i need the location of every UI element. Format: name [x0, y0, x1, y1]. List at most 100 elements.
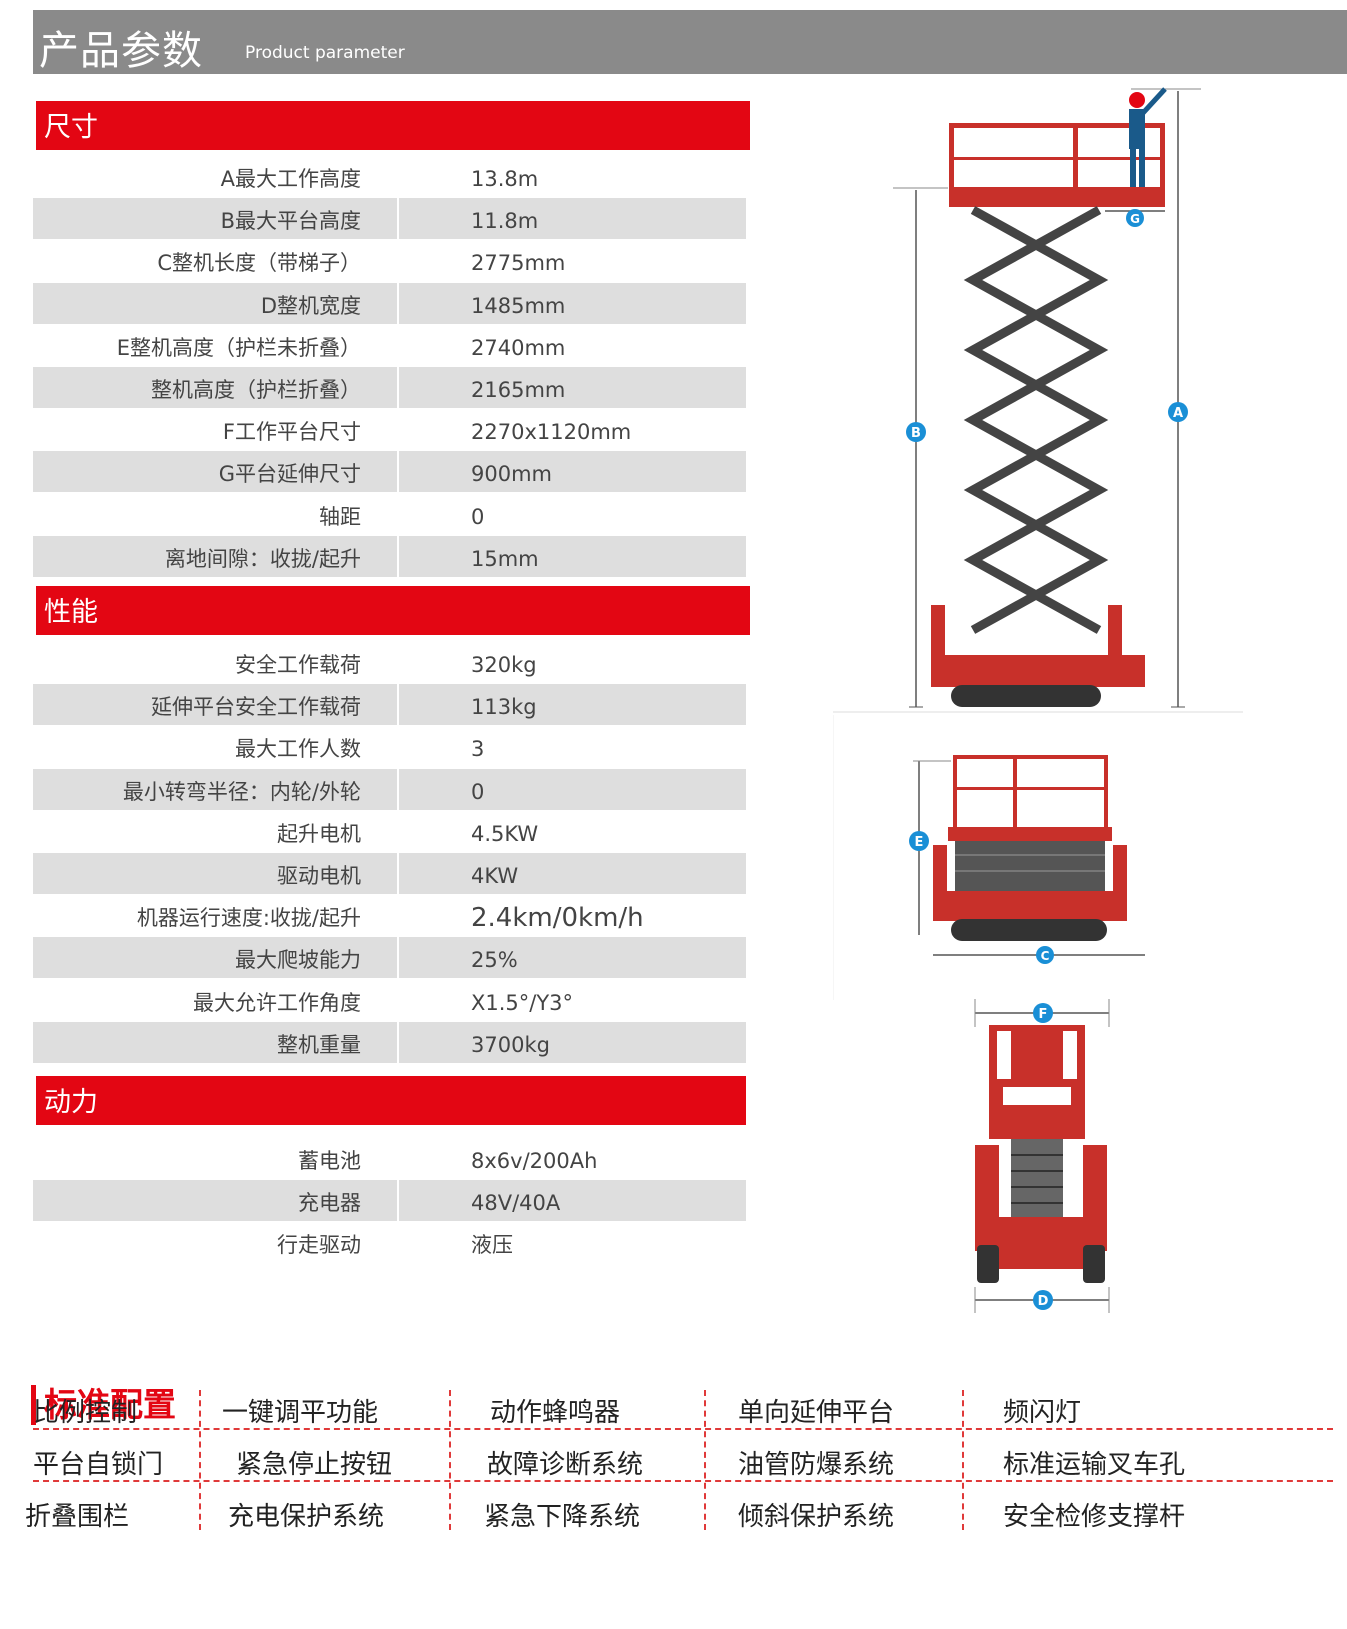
spec-row-dimensions-8: 轴距 0: [33, 494, 746, 535]
spec-row-performance-4: 起升电机 4.5KW: [33, 811, 746, 852]
grid-column-divider: [449, 1390, 451, 1530]
side-view-raised-diagram: A B G: [833, 87, 1243, 713]
spec-label: 机器运行速度:收拢/起升: [136, 906, 361, 931]
standard-config-item: 安全检修支撑杆: [1003, 1502, 1186, 1532]
page-header: 产品参数 Product parameter: [33, 10, 1347, 74]
standard-config-item: 故障诊断系统: [487, 1450, 644, 1480]
section-header-power: 动力: [36, 1076, 746, 1125]
grid-column-divider: [962, 1390, 964, 1530]
label-e-badge: E: [909, 831, 929, 851]
spec-value: 320kg: [471, 653, 537, 677]
front-view-diagram: F D: [974, 999, 1110, 1313]
label-b-badge: B: [906, 422, 926, 442]
standard-config-item: 比例控制: [33, 1398, 138, 1428]
spec-label: 整机重量: [33, 1021, 397, 1063]
label-d-badge: D: [1033, 1290, 1053, 1310]
svg-text:E: E: [915, 835, 924, 850]
spec-value: 2.4km/0km/h: [471, 903, 644, 934]
svg-text:A: A: [1173, 406, 1183, 421]
spec-value: 113kg: [399, 684, 746, 726]
svg-text:G: G: [1130, 212, 1140, 226]
spec-label: D整机宽度: [33, 282, 397, 324]
spec-label: F工作平台尺寸: [222, 420, 361, 445]
spec-label: 最小转弯半径：内轮/外轮: [33, 768, 397, 810]
spec-value: 液压: [471, 1233, 513, 1258]
spec-value: 48V/40A: [399, 1180, 746, 1222]
svg-text:F: F: [1039, 1007, 1048, 1022]
spec-value: 8x6v/200Ah: [471, 1149, 598, 1173]
spec-row-performance-6: 机器运行速度:收拢/起升 2.4km/0km/h: [33, 895, 746, 936]
svg-text:D: D: [1038, 1294, 1049, 1309]
label-c-badge: C: [1036, 946, 1054, 964]
spec-label: 蓄电池: [298, 1149, 361, 1173]
spec-value: 11.8m: [399, 198, 746, 240]
spec-value: 15mm: [399, 535, 746, 577]
label-g-badge: G: [1126, 209, 1144, 227]
standard-config-item: 充电保护系统: [228, 1502, 385, 1532]
page-title: 产品参数: [39, 28, 203, 74]
spec-row-dimensions-5: 整机高度（护栏折叠）2165mm: [33, 367, 746, 408]
spec-row-power-0: 蓄电池 8x6v/200Ah: [33, 1138, 746, 1179]
standard-config-item: 动作蜂鸣器: [490, 1398, 621, 1428]
section-header-performance: 性能: [36, 586, 750, 635]
page-subtitle: Product parameter: [245, 43, 405, 63]
spec-label: 充电器: [33, 1180, 397, 1222]
spec-value: 1485mm: [399, 282, 746, 324]
spec-value: 0: [471, 504, 485, 529]
spec-row-performance-0: 安全工作载荷 320kg: [33, 642, 746, 683]
standard-config-title: 标准配置: [31, 1385, 176, 1425]
spec-row-dimensions-2: C整机长度（带梯子）2775mm: [33, 240, 746, 281]
spec-value: X1.5°/Y3°: [471, 990, 574, 1015]
spec-value: 2270x1120mm: [471, 420, 632, 445]
label-f-badge: F: [1033, 1003, 1053, 1023]
spec-label: 离地间隙：收拢/起升: [33, 535, 397, 577]
spec-value: 900mm: [399, 451, 746, 493]
grid-divider: [33, 1428, 1333, 1430]
spec-row-power-2: 行走驱动 液压: [33, 1222, 746, 1263]
spec-label: 行走驱动: [277, 1233, 361, 1258]
spec-label: 驱动电机: [33, 853, 397, 894]
standard-config-item: 倾斜保护系统: [738, 1502, 895, 1532]
standard-config-item: 频闪灯: [1003, 1398, 1082, 1428]
spec-value: 4.5KW: [471, 821, 539, 846]
spec-label: 起升电机: [277, 821, 361, 846]
spec-value: 13.8m: [471, 167, 539, 191]
standard-config-item: 油管防爆系统: [738, 1450, 895, 1480]
spec-label: 轴距: [319, 504, 361, 529]
spec-value: 2775mm: [471, 251, 566, 276]
spec-value: 25%: [399, 937, 746, 979]
label-a-badge: A: [1168, 402, 1188, 422]
spec-label: 安全工作载荷: [235, 653, 361, 677]
standard-config-item: 紧急停止按钮: [236, 1450, 393, 1480]
section-header-dimensions: 尺寸: [36, 101, 750, 150]
spec-label: 整机高度（护栏折叠）: [33, 367, 397, 408]
spec-label: 最大爬坡能力: [33, 937, 397, 979]
grid-divider: [33, 1480, 1333, 1482]
spec-value: 2165mm: [399, 367, 746, 408]
spec-label: A最大工作高度: [220, 167, 361, 191]
spec-value: 3700kg: [399, 1021, 746, 1063]
grid-column-divider: [199, 1390, 201, 1530]
spec-row-dimensions-0: A最大工作高度 13.8m: [33, 156, 746, 197]
spec-label: E整机高度（护栏未折叠）: [116, 335, 361, 360]
spec-label: 延伸平台安全工作载荷: [33, 684, 397, 726]
side-view-stowed-diagram: E C: [833, 715, 1145, 1000]
spec-value: 3: [471, 737, 485, 762]
spec-value: 4KW: [399, 853, 746, 894]
spec-row-dimensions-4: E整机高度（护栏未折叠）2740mm: [33, 325, 746, 366]
spec-value: 0: [399, 768, 746, 810]
standard-config-item: 标准运输叉车孔: [1003, 1450, 1186, 1480]
standard-config-item: 单向延伸平台: [738, 1398, 895, 1428]
standard-config-item: 平台自锁门: [33, 1450, 164, 1480]
grid-column-divider: [704, 1390, 706, 1530]
